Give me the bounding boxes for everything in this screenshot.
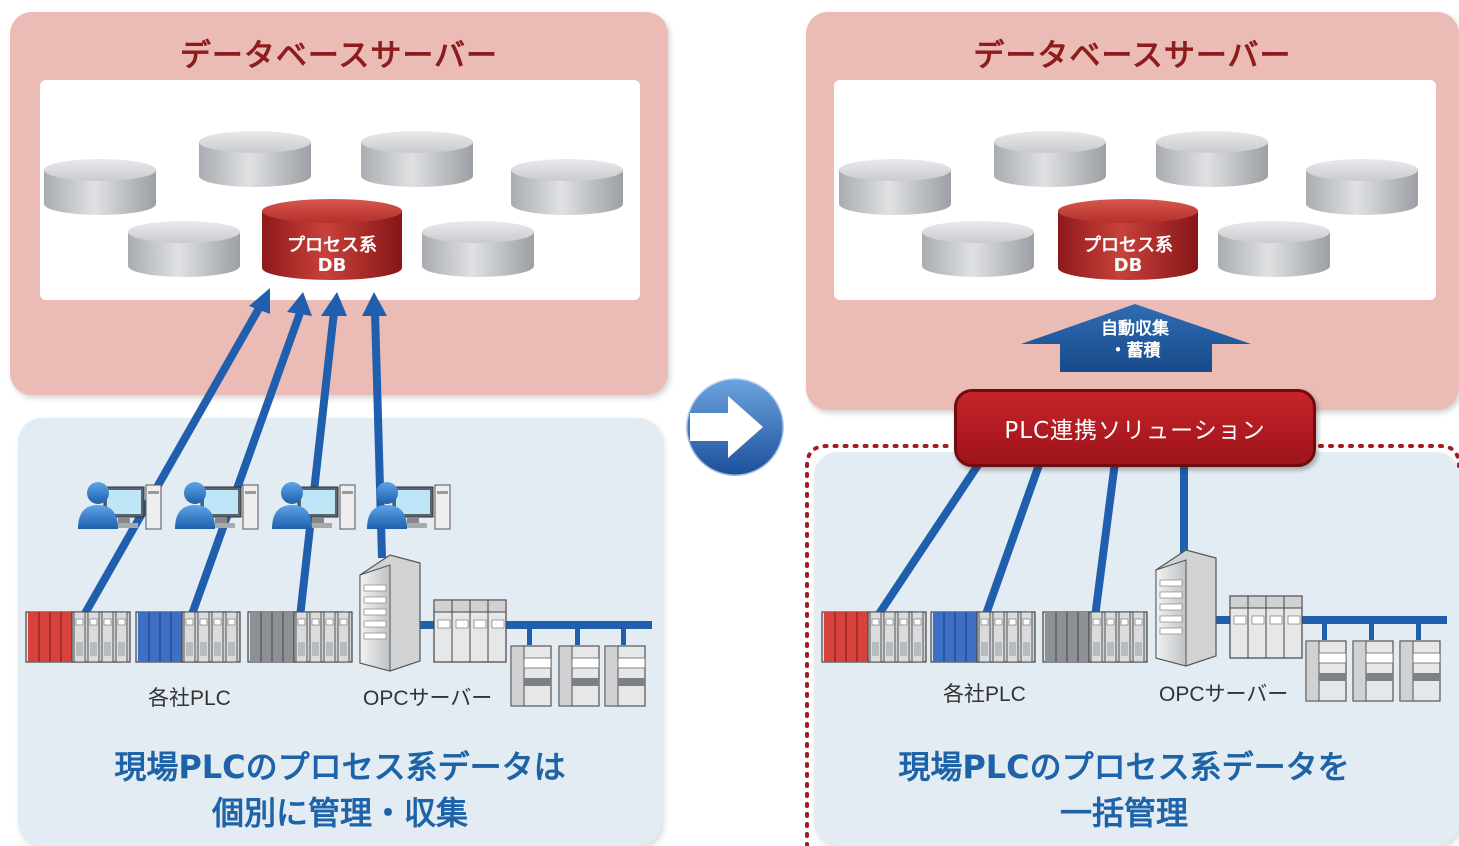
left-opc-network [420,621,652,645]
right-process-db-cylinder [1058,199,1198,280]
right-process-db-label-line1: プロセス系 [1083,235,1173,256]
right-process-db-label-line2: DB [1113,255,1143,276]
left-process-db-label-line1: プロセス系 [287,235,377,256]
solution-scope-border [805,444,1459,846]
right-plc-label: 各社PLC [943,683,1026,706]
right-plc-rack-red [821,611,926,663]
left-caption: 現場PLCのプロセス系データは 個別に管理・収集 [18,744,662,836]
auto-collect-label-line2: ・蓄積 [1109,341,1161,361]
left-process-db-label-line2: DB [317,255,347,276]
left-plc-rack-red [25,611,130,663]
right-caption: 現場PLCのプロセス系データを 一括管理 [814,744,1434,836]
auto-collect-arrow [1021,304,1251,372]
left-caption-line1: 現場PLCのプロセス系データは [114,748,566,786]
right-plc-rack-gray [1042,611,1147,663]
left-plc-rack-gray [247,611,352,663]
left-opc-label: OPCサーバー [363,687,493,710]
left-opc-rack [433,599,507,663]
right-opc-label: OPCサーバー [1159,683,1289,706]
right-plc-lines [873,459,1188,620]
right-caption-line2: 一括管理 [1059,794,1188,832]
left-plc-label: 各社PLC [148,687,231,710]
auto-collect-label-line1: 自動収集 [1101,319,1169,339]
right-caption-line1: 現場PLCのプロセス系データを [898,748,1350,786]
left-process-db-cylinder [262,199,402,280]
right-process-db-label: プロセス系 DB [1058,236,1198,276]
right-opc-network [1214,616,1447,640]
left-caption-line2: 個別に管理・収集 [211,794,468,832]
right-plc-rack-blue [930,611,1035,663]
plc-solution-box: PLC連携ソリューション [954,389,1316,467]
arrow-right-circle-icon [684,376,786,478]
right-opc-rack [1229,595,1303,659]
left-db-server-title: データベースサーバー [179,38,499,74]
right-db-server-title: データベースサーバー [973,38,1292,74]
left-collection-arrows [79,288,387,619]
auto-collect-label: 自動収集 ・蓄積 [1070,318,1200,362]
left-plc-rack-blue [135,611,240,663]
left-process-db-label: プロセス系 DB [262,236,402,276]
